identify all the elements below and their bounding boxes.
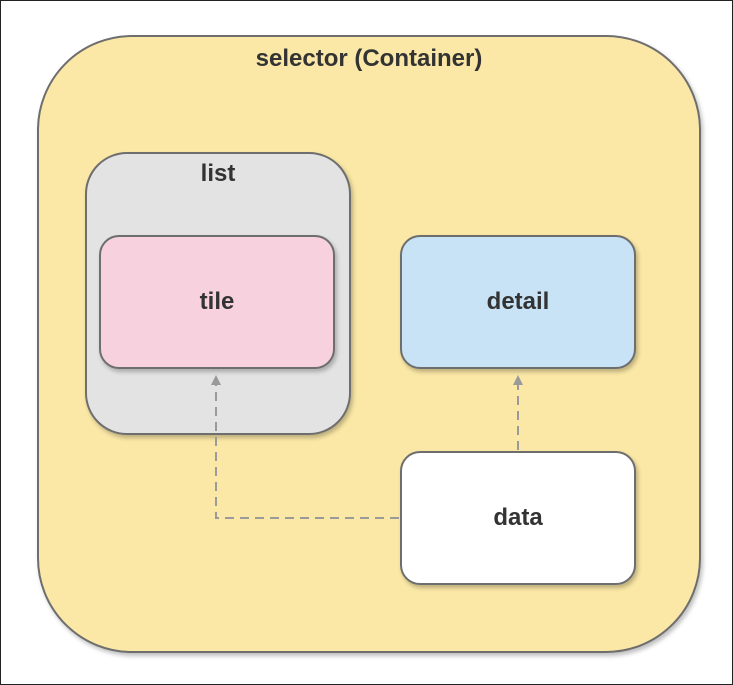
- detail-box: detail: [400, 235, 636, 369]
- data-box: data: [400, 451, 636, 585]
- tile-box: tile: [99, 235, 335, 369]
- tile-label: tile: [199, 288, 235, 315]
- selector-container-label: selector (Container): [255, 45, 483, 72]
- data-label: data: [493, 504, 543, 531]
- detail-label: detail: [486, 288, 550, 315]
- list-label: list: [200, 160, 236, 187]
